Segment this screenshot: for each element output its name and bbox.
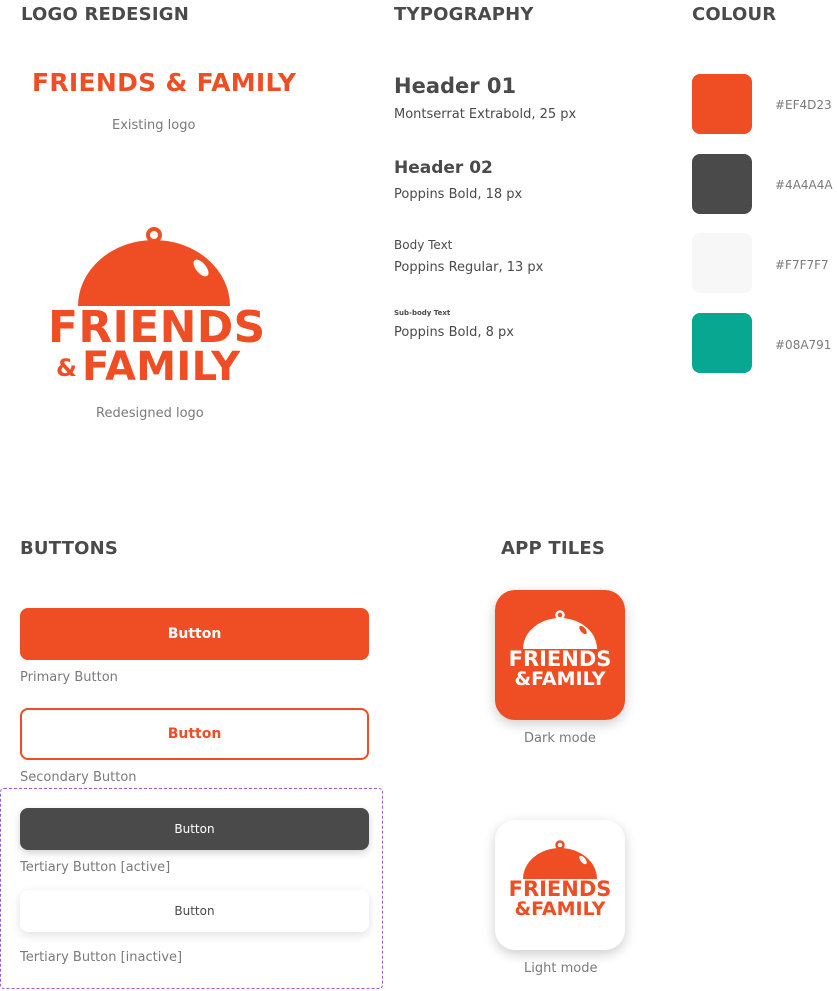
app-tile-light-word1: FRIENDS [508,877,612,901]
tertiary-button-inactive[interactable]: Button [20,890,369,932]
typography-section-title: TYPOGRAPHY [394,4,534,25]
redesigned-logo: FRIENDS & FAMILY [48,226,266,391]
app-tile-light-word2: &FAMILY [514,898,606,920]
primary-button[interactable]: Button [20,608,369,660]
colour-hex-dark-grey: #4A4A4A [775,178,833,192]
subbody-text-desc: Poppins Bold, 8 px [394,325,514,340]
app-tile-dark: FRIENDS &FAMILY [495,590,625,720]
colour-section-title: COLOUR [692,4,777,25]
colour-hex-light-grey: #F7F7F7 [775,258,829,272]
primary-button-caption: Primary Button [20,670,118,685]
existing-logo: FRIENDS & FAMILY [32,68,297,97]
app-tile-dark-word1: FRIENDS [508,647,612,671]
colour-hex-teal: #08A791 [775,338,832,352]
tertiary-button-active-caption: Tertiary Button [active] [20,860,171,875]
app-tile-dark-caption: Dark mode [524,731,596,746]
colour-swatch-teal [692,313,752,373]
app-tile-dark-word2: &FAMILY [514,668,606,690]
secondary-button-caption: Secondary Button [20,770,137,785]
colour-swatch-orange [692,74,752,134]
logo-section-title: LOGO REDESIGN [21,4,189,25]
body-text-desc: Poppins Regular, 13 px [394,260,544,275]
header02-desc: Poppins Bold, 18 px [394,187,523,202]
tertiary-button-active[interactable]: Button [20,808,369,850]
header02-sample: Header 02 [394,158,493,178]
tertiary-buttons-group [0,788,383,989]
colour-swatch-light-grey [692,233,752,293]
cloche-icon [78,227,230,306]
colour-hex-orange: #EF4D23 [775,98,832,112]
colour-swatch-dark-grey [692,154,752,214]
app-tile-light: FRIENDS &FAMILY [495,820,625,950]
redesigned-logo-caption: Redesigned logo [96,406,204,421]
tertiary-button-inactive-caption: Tertiary Button [inactive] [20,950,183,965]
cloche-icon [523,840,597,879]
header01-sample: Header 01 [394,74,517,98]
redesigned-logo-amp: & [56,354,78,382]
subbody-text-sample: Sub-body Text [394,309,451,317]
body-text-sample: Body Text [394,238,453,252]
secondary-button[interactable]: Button [20,708,369,760]
header01-desc: Montserrat Extrabold, 25 px [394,107,577,122]
redesigned-logo-line1: FRIENDS [48,302,266,353]
app-tiles-section-title: APP TILES [501,538,606,559]
existing-logo-caption: Existing logo [112,118,196,133]
app-tile-light-caption: Light mode [524,961,598,976]
cloche-icon [523,610,597,649]
buttons-section-title: BUTTONS [20,538,119,559]
redesigned-logo-line2: FAMILY [82,344,241,390]
